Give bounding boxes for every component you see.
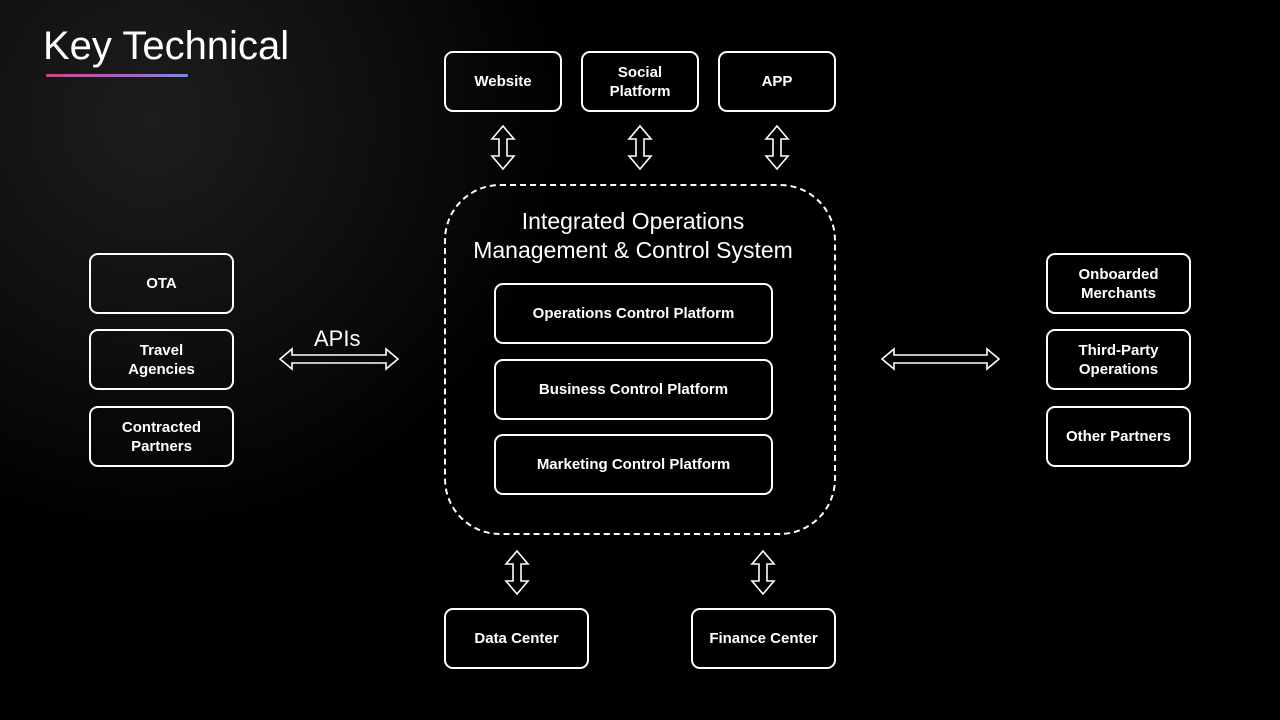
other-partners-box: Other Partners	[1046, 406, 1191, 467]
operations-control-platform-box: Operations Control Platform	[494, 283, 773, 344]
data-center-label: Data Center	[474, 630, 559, 647]
business-control-platform-box: Business Control Platform	[494, 359, 773, 420]
integrated-system-title: Integrated Operations Management & Contr…	[473, 208, 793, 263]
ota-box: OTA	[89, 253, 234, 314]
marketing-control-platform-label: Marketing Control Platform	[536, 456, 731, 473]
finance-center-connector-arrow	[750, 549, 776, 596]
integrated-system-container	[444, 184, 836, 535]
app-box: APP	[718, 51, 836, 112]
app-label: APP	[761, 73, 793, 90]
other-partners-label: Other Partners	[1065, 428, 1172, 445]
operations-control-platform-label: Operations Control Platform	[532, 305, 735, 322]
ota-label: OTA	[146, 275, 177, 292]
social-platform-connector-arrow	[627, 124, 653, 171]
data-center-connector-arrow	[504, 549, 530, 596]
travel-agencies-label: Travel Agencies	[128, 341, 195, 378]
page-title: Key Technical	[43, 24, 290, 68]
website-box: Website	[444, 51, 562, 112]
onboarded-merchants-label: Onboarded Merchants	[1078, 265, 1159, 302]
apis-label: APIs	[314, 326, 361, 351]
social-platform-label: Social Platform	[609, 63, 671, 100]
third-party-operations-box: Third-Party Operations	[1046, 329, 1191, 390]
marketing-control-platform-box: Marketing Control Platform	[494, 434, 773, 495]
app-connector-arrow	[764, 124, 790, 171]
third-party-operations-label: Third-Party Operations	[1078, 341, 1159, 378]
contracted-partners-label: Contracted Partners	[121, 418, 202, 455]
data-center-box: Data Center	[444, 608, 589, 669]
onboarded-merchants-box: Onboarded Merchants	[1046, 253, 1191, 314]
website-connector-arrow	[490, 124, 516, 171]
title-underline	[46, 74, 188, 77]
website-label: Website	[474, 73, 532, 90]
travel-agencies-box: Travel Agencies	[89, 329, 234, 390]
finance-center-box: Finance Center	[691, 608, 836, 669]
contracted-partners-box: Contracted Partners	[89, 406, 234, 467]
right-partners-connector-arrow	[880, 347, 1001, 371]
apis-connector-arrow	[278, 347, 400, 371]
social-platform-box: Social Platform	[581, 51, 699, 112]
finance-center-label: Finance Center	[709, 630, 818, 647]
business-control-platform-label: Business Control Platform	[538, 381, 729, 398]
